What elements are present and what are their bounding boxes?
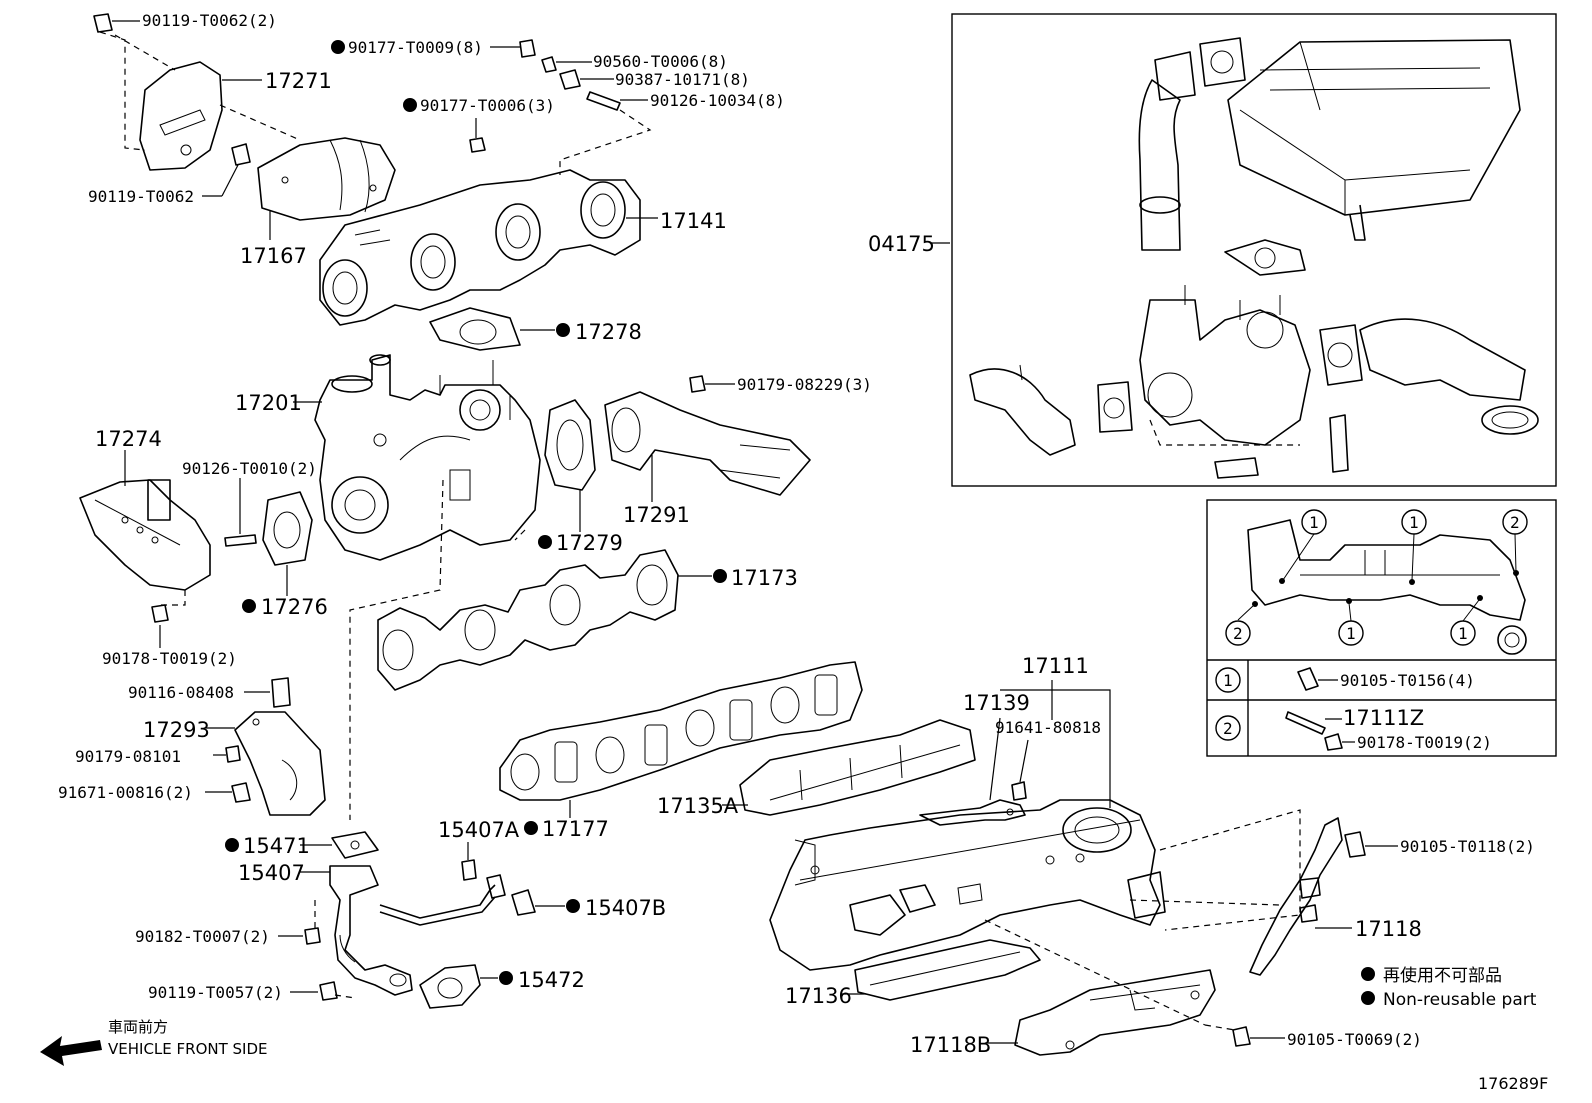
- label-90179-08229: 90179-08229(3): [737, 375, 872, 394]
- inset-callout-1d: 1: [1458, 624, 1468, 643]
- label-17271: 17271: [265, 69, 332, 93]
- label-90119-T0057: 90119-T0057(2): [148, 983, 283, 1002]
- kit-box-04175: [951, 13, 1557, 487]
- inset-callout-1c: 1: [1346, 624, 1356, 643]
- inset-callout-1a: 1: [1309, 513, 1319, 532]
- label-17118: 17118: [1355, 917, 1422, 941]
- label-90560-T0006: 90560-T0006(8): [593, 52, 728, 71]
- label-17201: 17201: [235, 391, 302, 415]
- label-17141: 17141: [660, 209, 727, 233]
- label-15407A: 15407A: [438, 818, 520, 842]
- vehicle-front-indicator: 車両前方 VEHICLE FRONT SIDE: [40, 1018, 268, 1066]
- label-90105-T0156: 90105-T0156(4): [1340, 671, 1475, 690]
- front-arrow-icon: [40, 1036, 102, 1066]
- label-17139: 17139: [963, 691, 1030, 715]
- inset-row-1-key: 1: [1223, 671, 1233, 690]
- label-90182-T0007: 90182-T0007(2): [135, 927, 270, 946]
- direction-jp: 車両前方: [108, 1018, 168, 1036]
- label-15471: 15471: [243, 834, 310, 858]
- label-17173: 17173: [731, 566, 798, 590]
- label-90387-10171: 90387-10171(8): [615, 70, 750, 89]
- figure-code: 176289F: [1478, 1074, 1548, 1093]
- legend-non-reusable-en: Non-reusable part: [1383, 990, 1537, 1010]
- label-90126-10034: 90126-10034(8): [650, 91, 785, 110]
- label-15407B: 15407B: [585, 896, 666, 920]
- heat-shield-group: 90119-T0062(2) 17271 90119-T0062 17167: [88, 11, 396, 268]
- exhaust-manifold-group: 90177-T0009(8) 90560-T0006(8) 90387-1017…: [319, 38, 785, 351]
- label-15407: 15407: [238, 861, 305, 885]
- intake-gasket-17177: 17177: [499, 661, 863, 841]
- label-90119-T0062-2: 90119-T0062(2): [142, 11, 277, 30]
- direction-en: VEHICLE FRONT SIDE: [108, 1040, 268, 1058]
- label-90179-08101: 90179-08101: [75, 747, 181, 766]
- label-90119-T0062: 90119-T0062: [88, 187, 194, 206]
- label-90116-08408: 90116-08408: [128, 683, 234, 702]
- inset-fastener-map: 1 1 2 2 1 1 1 2 90105-T0156(4) 17111Z 90…: [1206, 499, 1557, 757]
- inset-row-2-key: 2: [1223, 719, 1233, 738]
- label-90178-T0019-inset: 90178-T0019(2): [1357, 733, 1492, 752]
- label-15472: 15472: [518, 968, 585, 992]
- legend-dot-icon: [1361, 991, 1375, 1005]
- label-17291: 17291: [623, 503, 690, 527]
- label-17136: 17136: [785, 984, 852, 1008]
- non-reusable-dot: [331, 40, 345, 54]
- label-17177: 17177: [542, 817, 609, 841]
- label-90105-T0118: 90105-T0118(2): [1400, 837, 1535, 856]
- label-17111: 17111: [1022, 654, 1089, 678]
- exhaust-gasket-17173: 17173: [377, 549, 798, 691]
- inset-callout-1b: 1: [1409, 513, 1419, 532]
- label-17135A: 17135A: [657, 794, 739, 818]
- label-90178-T0019: 90178-T0019(2): [102, 649, 237, 668]
- legend-non-reusable-jp: 再使用不可部品: [1383, 965, 1502, 986]
- turbocharger-group: 17201 17274 90178-T0019(2) 90126-T0010(2…: [79, 354, 872, 820]
- label-17293: 17293: [143, 718, 210, 742]
- label-17276: 17276: [261, 595, 328, 619]
- label-91641-80818: 91641-80818: [995, 718, 1101, 737]
- legend: 再使用不可部品 Non-reusable part: [1361, 965, 1537, 1010]
- label-17274: 17274: [95, 427, 162, 451]
- bracket-17293-group: 90116-08408 17293 90179-08101 91671-0081…: [58, 677, 326, 816]
- label-04175: 04175: [868, 232, 935, 256]
- label-90105-T0069: 90105-T0069(2): [1287, 1030, 1422, 1049]
- label-17118B: 17118B: [910, 1033, 991, 1057]
- intake-manifold-group: 17135A 17139 91641-80818 17111 171: [657, 654, 1535, 1057]
- label-17111Z: 17111Z: [1343, 706, 1424, 730]
- label-90126-T0010: 90126-T0010(2): [182, 459, 317, 478]
- inset-callout-2a: 2: [1510, 513, 1520, 532]
- label-90177-T0009: 90177-T0009(8): [348, 38, 483, 57]
- label-90177-T0006: 90177-T0006(3): [420, 96, 555, 115]
- label-17279: 17279: [556, 531, 623, 555]
- label-17278: 17278: [575, 320, 642, 344]
- inset-callout-2b: 2: [1233, 624, 1243, 643]
- label-91671-00816: 91671-00816(2): [58, 783, 193, 802]
- label-17167: 17167: [240, 244, 307, 268]
- legend-dot-icon: [1361, 967, 1375, 981]
- egr-pipe-group: 15471 15407 15407A 15407B 90182-T0007(2)…: [135, 818, 666, 1009]
